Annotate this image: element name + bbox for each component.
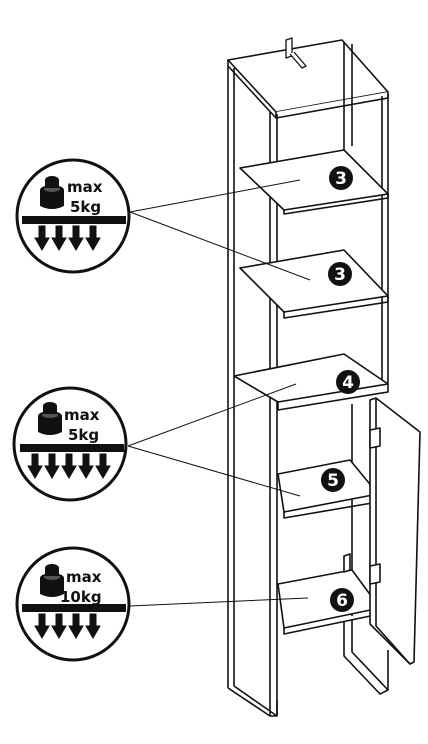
shelf-marker: 3 [328, 262, 352, 286]
downward-arrows-icon [34, 225, 101, 251]
shelf-marker: 4 [336, 370, 360, 394]
shelf-marker: 3 [329, 166, 353, 190]
badge-max-label: max [64, 406, 100, 424]
badge-max-label: max [66, 568, 102, 586]
shelf-surface-icon [20, 444, 124, 452]
badge-weight-label: 5kg [70, 198, 101, 216]
shelf-marker: 6 [330, 588, 354, 612]
badge-weight-label: 5kg [68, 426, 99, 444]
connector-lines [127, 179, 311, 607]
badge-weight-label: 10kg [60, 588, 102, 606]
shelf-marker-number: 6 [336, 591, 348, 611]
load-badge: max 10kg [15, 546, 131, 662]
downward-arrows-icon [27, 453, 111, 479]
weight-icon [40, 176, 64, 209]
weight-icon [38, 402, 62, 435]
badge-max-label: max [67, 178, 103, 196]
load-badge: max 5kg [12, 386, 128, 502]
shelf-marker-number: 4 [342, 373, 354, 393]
shelf-marker-number: 5 [327, 471, 339, 491]
downward-arrows-icon [34, 613, 101, 639]
load-badge: max 5kg [15, 158, 131, 274]
weight-icon [40, 564, 64, 597]
shelf-surface-icon [22, 604, 126, 612]
shelf-marker: 5 [321, 468, 345, 492]
shelf-surface-icon [22, 216, 126, 224]
cabinet-illustration [227, 37, 421, 717]
cabinet-door [343, 397, 421, 665]
wall-bracket-icon [285, 37, 307, 69]
shelf-marker-number: 3 [335, 169, 347, 189]
shelf-marker-number: 3 [334, 265, 346, 285]
